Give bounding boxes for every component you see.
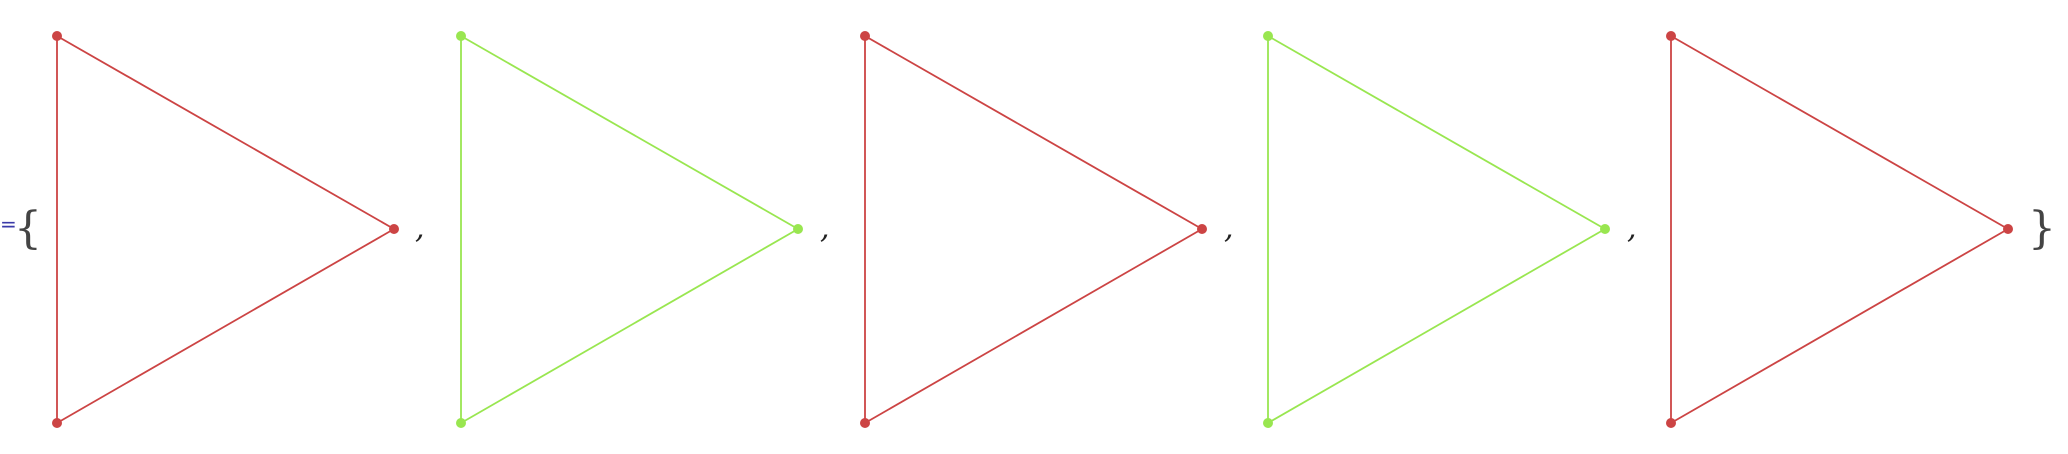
graph-vertex [860, 418, 870, 428]
graph-edge [1670, 228, 2009, 424]
list-separator-4: , [1627, 211, 1637, 246]
triangle-graph-5 [1666, 31, 2013, 428]
list-open-brace: { [14, 203, 42, 254]
graph-vertex [793, 224, 803, 234]
graph-edge [56, 228, 395, 424]
graph-vertex [1600, 224, 1610, 234]
triangle-graph-2 [456, 31, 803, 428]
list-separator-3: , [1224, 211, 1234, 246]
graph-vertex [52, 31, 62, 41]
graph-vertex [52, 418, 62, 428]
assignment-equals: = [0, 212, 17, 236]
graph-edge [1670, 35, 2009, 230]
graph-vertex [1666, 31, 1676, 41]
graph-vertex [456, 31, 466, 41]
triangle-graph-4 [1263, 31, 1610, 428]
graph-vertex [860, 31, 870, 41]
triangle-graph-3 [860, 31, 1207, 428]
graph-edge [1267, 228, 1606, 424]
graph-vertex [1666, 418, 1676, 428]
graph-vertex [2003, 224, 2013, 234]
graph-edge [1267, 35, 1606, 230]
graph-vertex [389, 224, 399, 234]
graph-edge [56, 35, 395, 230]
graph-edge [460, 228, 799, 424]
graph-edge [864, 228, 1203, 424]
graph-vertex [1197, 224, 1207, 234]
graph-edge [460, 35, 799, 230]
graph-vertex [456, 418, 466, 428]
graph-edge [864, 35, 1203, 230]
list-separator-2: , [820, 211, 830, 246]
graph-vertex [1263, 31, 1273, 41]
list-close-brace: } [2028, 203, 2056, 254]
graph-vertex [1263, 418, 1273, 428]
triangle-graph-1 [52, 31, 399, 428]
list-separator-1: , [415, 211, 425, 246]
